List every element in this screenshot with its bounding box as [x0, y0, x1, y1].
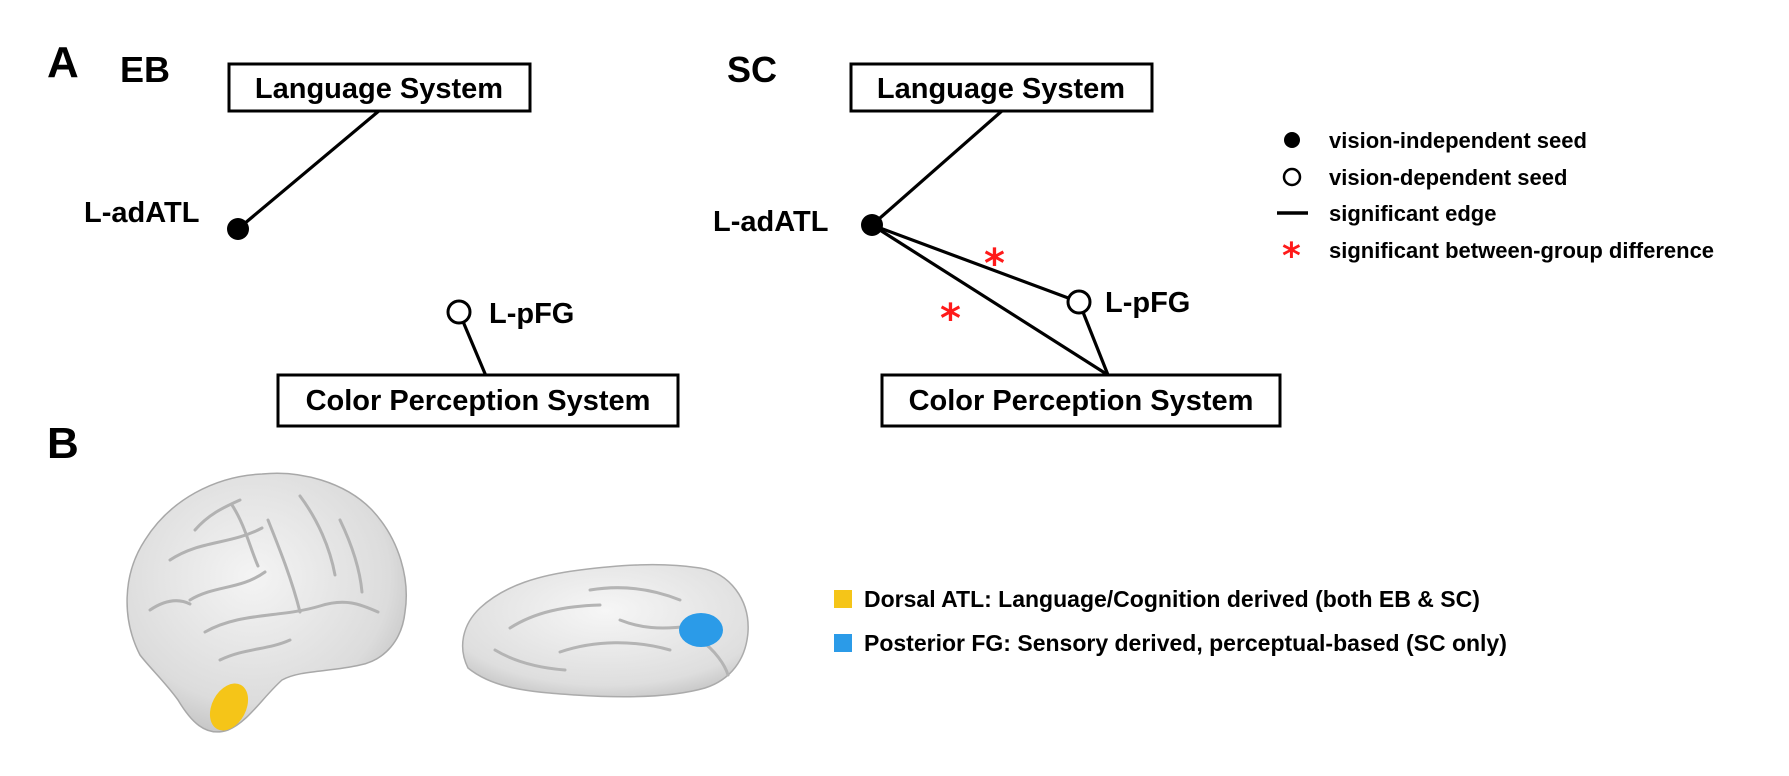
eb-color-system-box	[276, 373, 680, 428]
sc-significance-star-2: *	[940, 296, 961, 342]
sc-pfg-seed-open	[1066, 289, 1092, 315]
sc-group-label: SC	[727, 49, 777, 90]
panel-label-a: A	[47, 38, 79, 87]
legend-vision-independent: vision-independent seed	[1329, 128, 1587, 153]
sc-diagram: SC Language System Color Perception Syst…	[713, 49, 1282, 428]
sc-color-system-label: Color Perception System	[909, 385, 1254, 417]
sc-edge-atl-color	[871, 223, 1109, 377]
legend-filled-seed-icon	[1284, 132, 1300, 148]
sc-edge-pfg-color	[1077, 301, 1110, 376]
eb-edge-atl-language	[236, 108, 382, 231]
eb-language-system-box	[227, 62, 532, 113]
brain-lateral-surface	[126, 472, 407, 733]
legend-posterior-fg-swatch	[834, 634, 852, 652]
sc-language-system-box	[849, 62, 1154, 113]
legend-dorsal-atl-text: Dorsal ATL: Language/Cognition derived (…	[864, 586, 1480, 612]
eb-language-system-label: Language System	[255, 73, 503, 105]
sc-pfg-node-label: L-pFG	[1105, 287, 1190, 319]
legend-star-icon: *	[1282, 236, 1301, 277]
eb-atl-seed-filled	[227, 218, 249, 240]
eb-pfg-node-label: L-pFG	[489, 298, 574, 330]
sc-atl-seed-filled	[861, 214, 883, 236]
panel-label-b: B	[47, 419, 79, 468]
eb-color-system-label: Color Perception System	[306, 385, 651, 417]
dorsal-atl-region	[209, 683, 249, 731]
legend-vision-dependent: vision-dependent seed	[1329, 165, 1567, 190]
eb-atl-node-label: L-adATL	[84, 197, 199, 229]
posterior-fg-region	[679, 613, 723, 647]
legend-dorsal-atl-swatch	[834, 590, 852, 608]
sc-atl-node-label: L-adATL	[713, 206, 828, 238]
legend-between-group: significant between-group difference	[1329, 238, 1714, 263]
brain-ventral-view	[461, 563, 749, 698]
legend-posterior-fg-text: Posterior FG: Sensory derived, perceptua…	[864, 630, 1507, 656]
sc-language-system-label: Language System	[877, 73, 1125, 105]
sc-edge-atl-pfg	[871, 223, 1080, 304]
sc-edge-atl-language	[870, 108, 1005, 227]
sc-significance-star-1: *	[984, 241, 1005, 287]
sc-color-system-box	[880, 373, 1282, 428]
eb-pfg-seed-open	[446, 299, 472, 325]
legend-open-seed-icon	[1282, 167, 1302, 187]
eb-group-label: EB	[120, 49, 170, 90]
panel-b-legend: Dorsal ATL: Language/Cognition derived (…	[834, 586, 1507, 656]
brain-lateral-view	[126, 472, 407, 733]
eb-diagram: EB Language System Color Perception Syst…	[84, 49, 680, 428]
brain-lateral-sulci	[148, 494, 380, 662]
legend-significant-edge: significant edge	[1329, 201, 1496, 226]
panel-a-legend: vision-independent seed vision-dependent…	[1277, 128, 1714, 277]
